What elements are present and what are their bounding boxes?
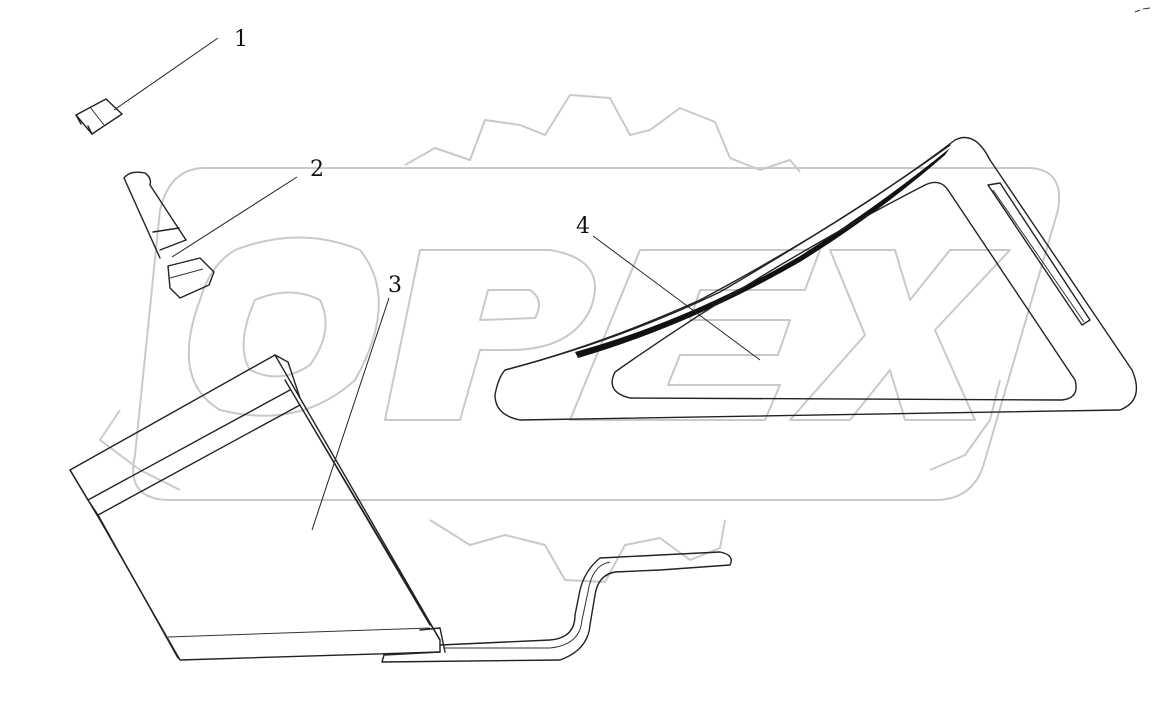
leader-3 <box>311 297 390 531</box>
part-bracket <box>69 354 732 663</box>
leader-4 <box>592 235 761 361</box>
part-plate <box>494 136 1138 421</box>
callout-3: 3 <box>388 273 402 298</box>
leader-lines <box>113 37 761 531</box>
callout-1: 1 <box>234 27 248 52</box>
part-nut <box>75 98 123 135</box>
callout-2: 2 <box>310 157 324 182</box>
watermark-gear <box>99 94 1001 583</box>
watermark-logo <box>132 167 1061 501</box>
callout-4: 4 <box>576 214 590 239</box>
part-bolt <box>123 171 215 299</box>
corner-mark <box>1134 7 1151 13</box>
leader-1 <box>113 37 219 111</box>
leader-2 <box>171 176 298 258</box>
